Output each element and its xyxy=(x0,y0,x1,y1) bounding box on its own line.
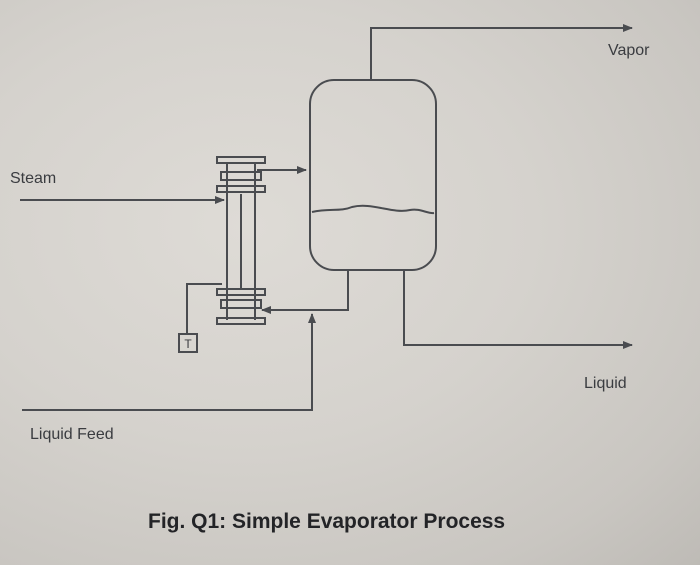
temperature-branch-line xyxy=(186,283,222,333)
vapor-outlet-line xyxy=(370,24,633,80)
temperature-indicator-label: T xyxy=(184,337,192,351)
recirculation-line xyxy=(261,270,349,314)
evaporator-vessel xyxy=(309,79,437,271)
temperature-indicator-box xyxy=(178,333,198,353)
figure-caption: Fig. Q1: Simple Evaporator Process xyxy=(148,510,506,533)
liquid-outlet-line xyxy=(403,270,633,349)
steam-label: Steam xyxy=(10,170,57,187)
heat-exchanger xyxy=(216,156,266,325)
liquid-level-line xyxy=(311,204,435,215)
liquid-label: Liquid xyxy=(584,375,627,392)
vapor-label: Vapor xyxy=(608,42,650,59)
liquid-feed-label: Liquid Feed xyxy=(30,426,114,443)
liquid-feed-line xyxy=(22,313,316,411)
